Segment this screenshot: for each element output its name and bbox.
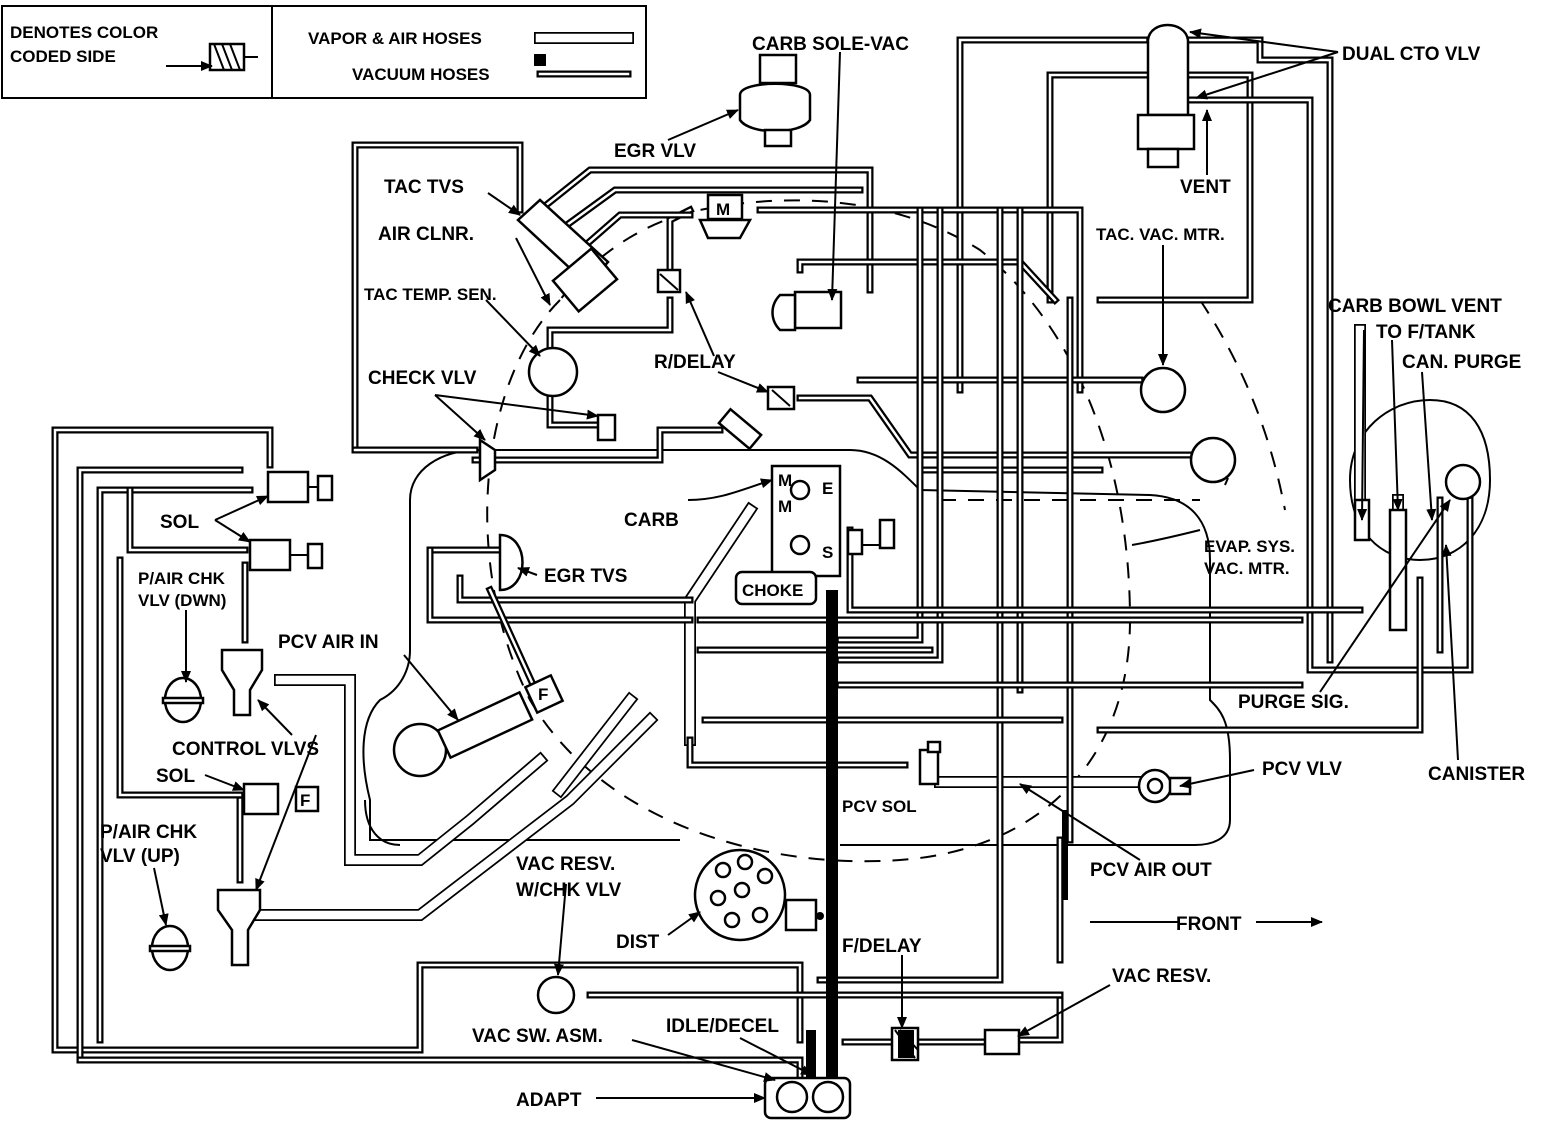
label-egr-tvs: EGR TVS	[544, 566, 627, 587]
label-pcv-air-out: PCV AIR OUT	[1090, 860, 1212, 881]
solenoid-mid-icon	[248, 538, 324, 572]
legend-vacuum-hoses-label: VACUUM HOSES	[352, 65, 490, 84]
label-vac-sw-asm: VAC SW. ASM.	[472, 1026, 603, 1047]
leader-lines	[153, 28, 1459, 1103]
carb-mark-s: S	[822, 543, 833, 562]
carb-mark-m-lower: M	[778, 497, 792, 516]
label-carb-bowl-vent: CARB BOWL VENT TO F/TANK	[1328, 296, 1507, 343]
label-evap-sys-vac-mtr: EVAP. SYS. VAC. MTR.	[1204, 537, 1300, 578]
label-p-air-chk-up: P/AIR CHK VLV (UP)	[100, 822, 202, 867]
label-adapt: ADAPT	[516, 1090, 582, 1111]
f-delay-icon	[890, 1026, 920, 1062]
tac-vac-motor-icon	[1139, 366, 1187, 414]
label-check-vlv: CHECK VLV	[368, 368, 477, 389]
carb-body-icon: M M E S	[770, 464, 842, 578]
check-valve-icon	[478, 413, 617, 483]
legend-color-coded-text: DENOTES COLOR CODED SIDE	[10, 23, 163, 66]
label-tac-tvs: TAC TVS	[384, 177, 464, 198]
center-delay-icon	[766, 385, 796, 411]
label-sol-upper: SOL	[160, 512, 199, 533]
label-tac-temp-sen: TAC TEMP. SEN.	[364, 285, 497, 304]
choke-label: CHOKE	[742, 581, 803, 600]
legend: DENOTES COLOR CODED SIDE VAPOR & AIR HOS…	[1, 5, 647, 99]
tac-temp-sensor-icon	[527, 346, 579, 398]
vac-resv-icon	[983, 1028, 1021, 1056]
label-p-air-chk-dwn-line1: P/AIR CHK	[138, 569, 226, 588]
carb-mark-e: E	[822, 479, 833, 498]
m-solenoid-mark: M	[716, 200, 730, 219]
control-valve-lower-icon	[216, 888, 262, 967]
label-dist: DIST	[616, 932, 660, 953]
pcv-air-in-icon: F	[392, 673, 565, 778]
color-coded-side-icon	[166, 42, 258, 72]
label-pcv-sol: PCV SOL	[842, 797, 917, 816]
pcv-solenoid-icon	[918, 740, 942, 786]
label-purge-sig: PURGE SIG.	[1238, 692, 1349, 713]
label-p-air-chk-dwn: P/AIR CHK VLV (DWN)	[138, 569, 230, 610]
label-evap-sys-line2: VAC. MTR.	[1204, 559, 1290, 578]
label-vac-resv-chk-line1: VAC RESV.	[516, 854, 615, 875]
carb-fitting-icon	[846, 518, 896, 556]
label-carb-bowl-vent-line2: TO F/TANK	[1376, 322, 1476, 343]
choke-box: CHOKE	[734, 570, 818, 606]
evap-sys-vac-motor-icon	[1189, 436, 1237, 484]
label-p-air-chk-up-line2: VLV (UP)	[100, 846, 180, 867]
label-can-purge: CAN. PURGE	[1402, 352, 1521, 373]
solenoid-top-icon	[266, 470, 334, 504]
dual-cto-valve-icon	[1136, 23, 1196, 169]
solenoid-f-mark: F	[300, 791, 310, 810]
label-f-delay: F/DELAY	[842, 936, 922, 957]
label-dual-cto-vlv: DUAL CTO VLV	[1342, 44, 1481, 65]
label-control-vlvs: CONTROL VLVS	[172, 739, 319, 760]
adapt-icon	[763, 1076, 852, 1120]
label-r-delay: R/DELAY	[654, 352, 736, 373]
label-pcv-vlv: PCV VLV	[1262, 759, 1342, 780]
label-vac-resv-chk-vlv: VAC RESV. W/CHK VLV	[516, 854, 622, 901]
legend-color-coded-line2: CODED SIDE	[10, 47, 116, 66]
m-solenoid-icon: M	[698, 193, 753, 240]
distributor-icon	[693, 848, 824, 942]
label-tac-vac-mtr: TAC. VAC. MTR.	[1096, 225, 1225, 244]
label-idle-decel: IDLE/DECEL	[666, 1016, 779, 1037]
p-air-check-valve-dwn-icon	[161, 676, 205, 724]
egr-tvs-icon	[498, 533, 524, 592]
label-p-air-chk-up-line1: P/AIR CHK	[100, 822, 197, 843]
label-p-air-chk-dwn-line2: VLV (DWN)	[138, 591, 226, 610]
control-valve-upper-icon	[220, 648, 264, 717]
solenoid-f-icon: F	[242, 782, 320, 816]
heavy-vacuum-line	[806, 590, 1068, 1090]
vacuum-hoses	[51, 36, 1474, 1094]
r-delay-icon	[656, 268, 682, 294]
label-sol-lower: SOL	[156, 766, 195, 787]
label-vac-resv-chk-line2: W/CHK VLV	[516, 880, 622, 901]
carb-mark-m-upper: M	[778, 471, 792, 490]
carb-sole-vac-icon	[771, 290, 843, 332]
egr-valve-icon	[738, 53, 812, 148]
legend-vapor-hoses-label: VAPOR & AIR HOSES	[308, 29, 482, 48]
label-egr-vlv: EGR VLV	[614, 141, 696, 162]
label-evap-sys-line1: EVAP. SYS.	[1204, 537, 1295, 556]
vac-resv-check-valve-icon	[536, 975, 576, 1015]
legend-color-coded-line1: DENOTES COLOR	[10, 23, 158, 42]
can-purge-icon	[1444, 463, 1482, 501]
pcv-air-in-mark: F	[538, 685, 548, 704]
label-front: FRONT	[1176, 914, 1242, 935]
label-carb-sole-vac: CARB SOLE-VAC	[752, 34, 909, 55]
label-vac-resv: VAC RESV.	[1112, 966, 1211, 987]
tac-tvs-icon	[516, 198, 619, 314]
label-carb-bowl-vent-line1: CARB BOWL VENT	[1328, 296, 1502, 317]
label-pcv-air-in: PCV AIR IN	[278, 632, 379, 653]
label-vent: VENT	[1180, 177, 1231, 198]
components: M	[148, 23, 1482, 1120]
p-air-check-valve-up-icon	[148, 924, 192, 972]
diagram-labels: CARB SOLE-VAC DUAL CTO VLV EGR VLV TAC T…	[100, 34, 1525, 1111]
label-carb: CARB	[624, 510, 679, 531]
label-canister: CANISTER	[1428, 764, 1525, 785]
air-cleaner-outline	[486, 199, 1132, 863]
label-air-clnr: AIR CLNR.	[378, 224, 474, 245]
